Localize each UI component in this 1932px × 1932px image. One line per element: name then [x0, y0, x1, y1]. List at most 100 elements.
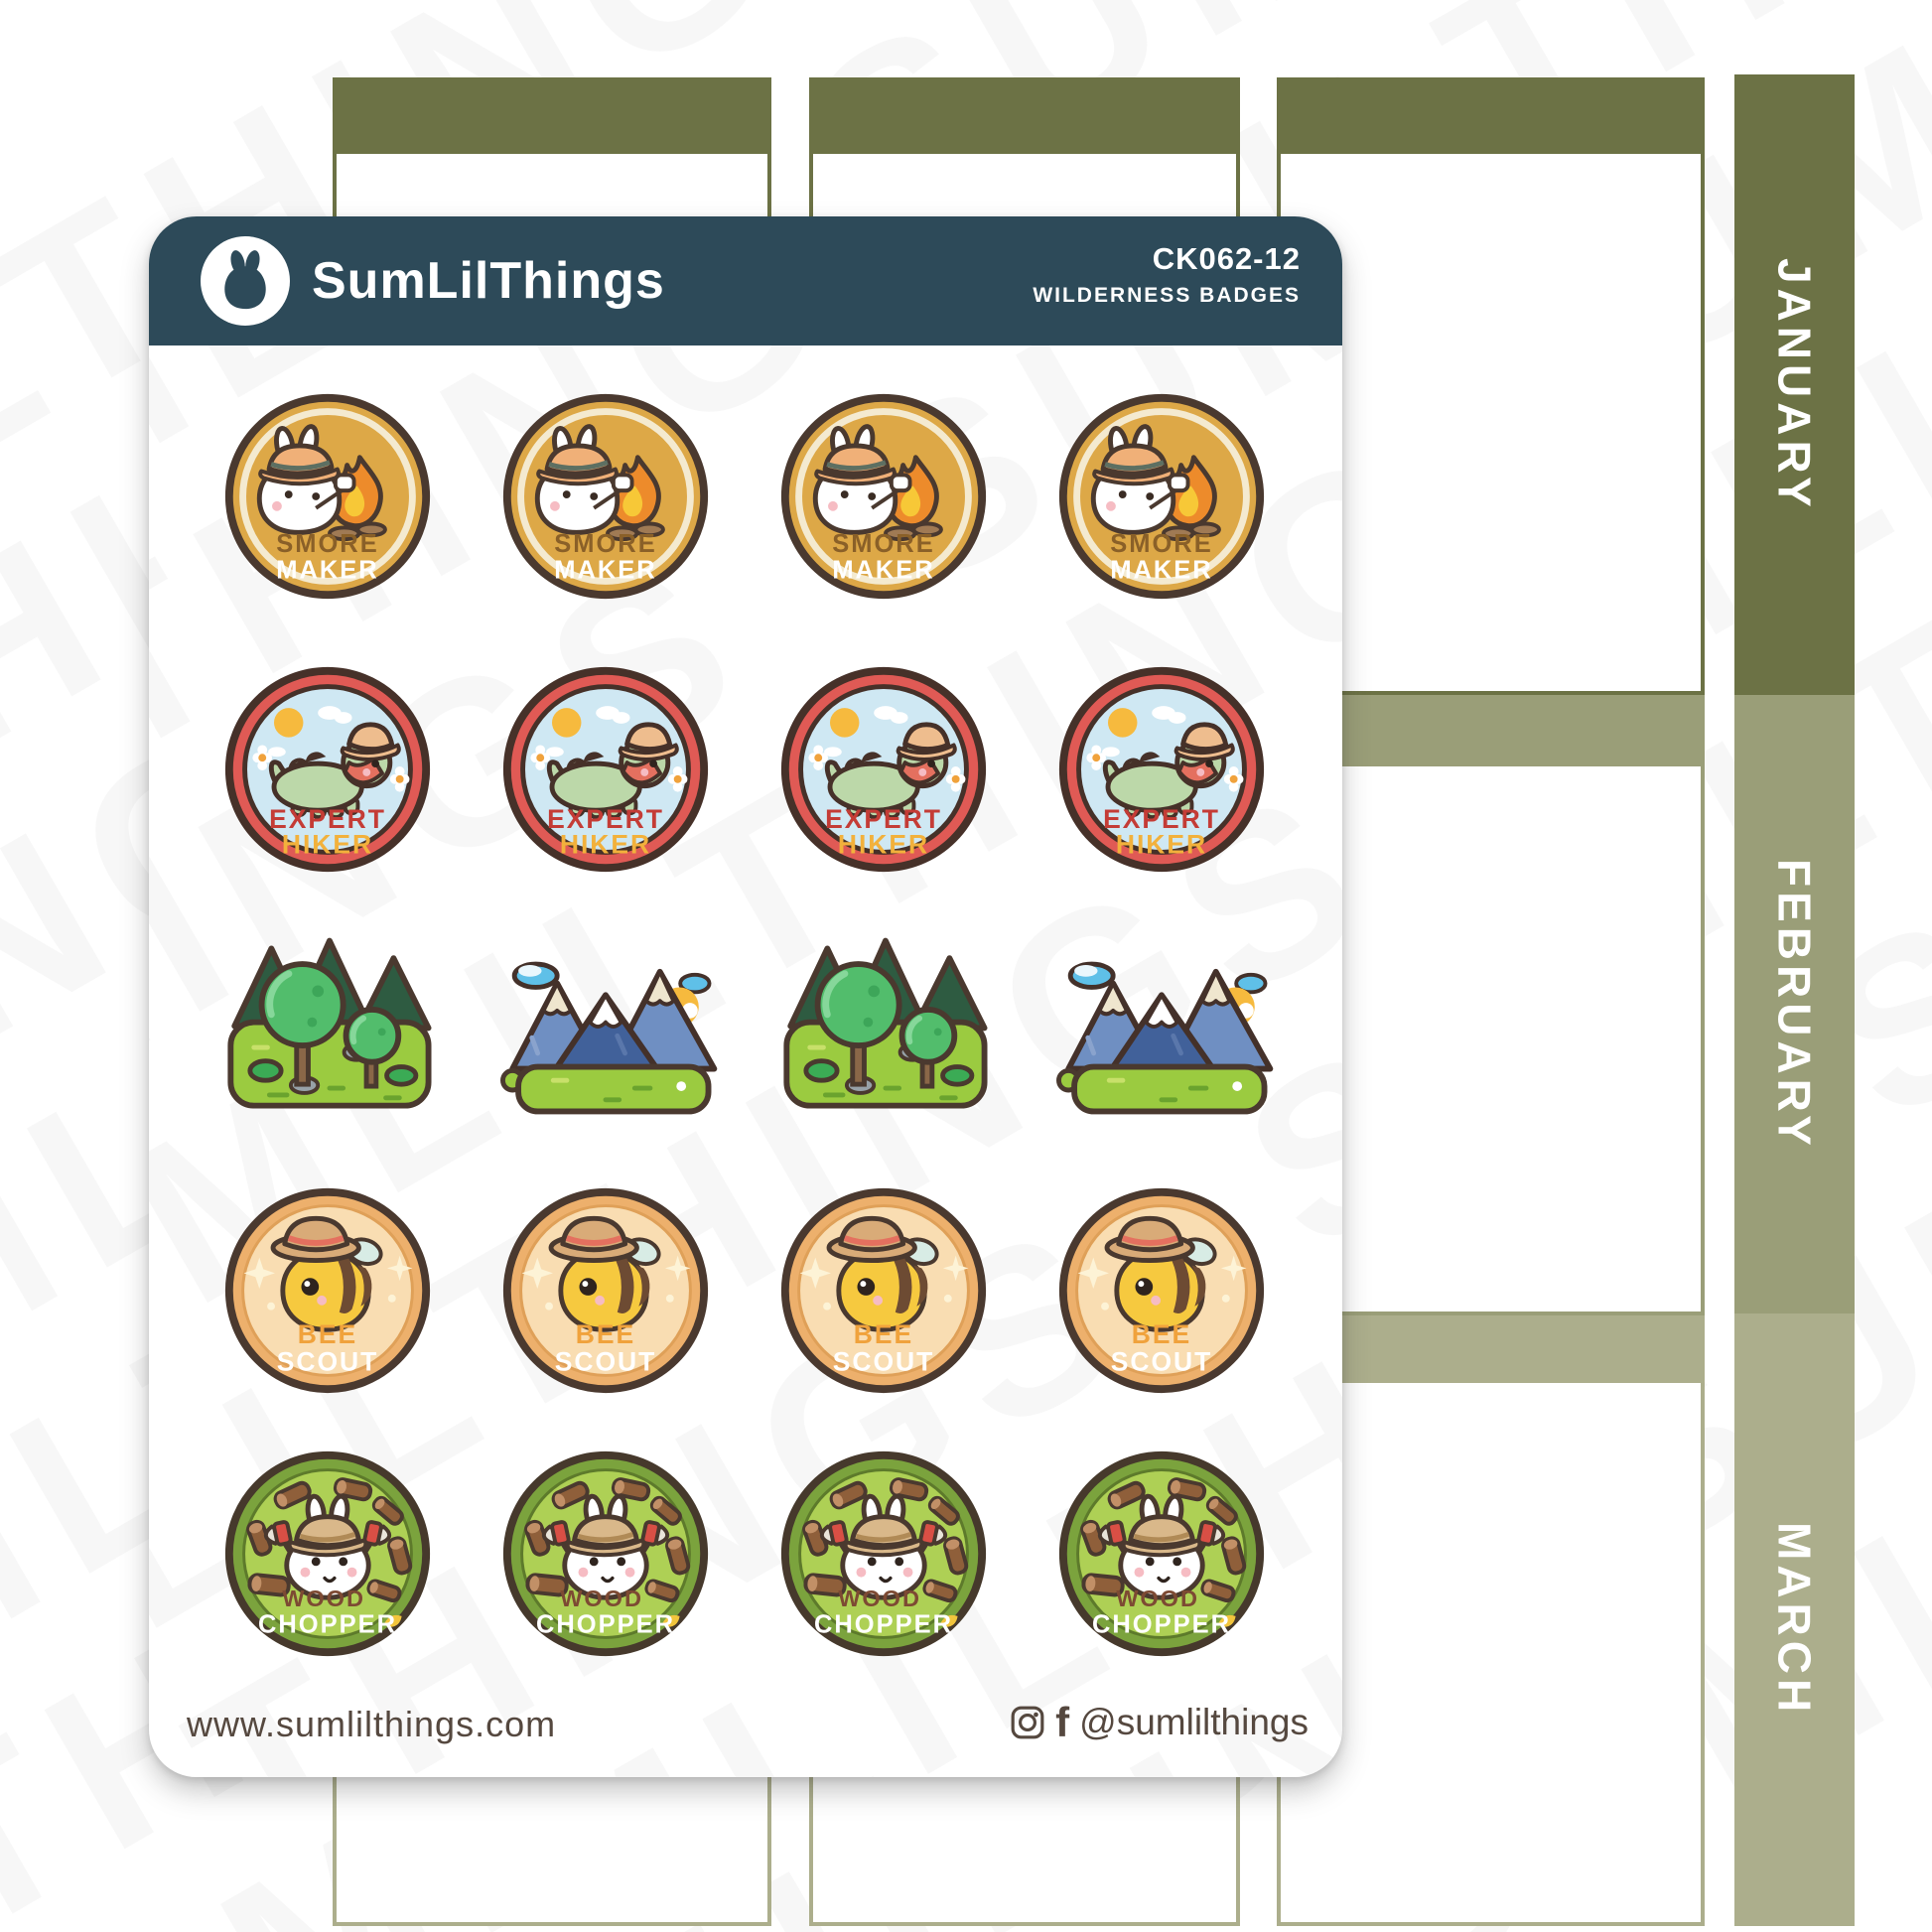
tab-march-label: MARCH	[1768, 1522, 1821, 1718]
sticker-row-expert-hiker: EXPERT HIKER EXPERT HIKER	[149, 662, 1342, 877]
sticker-row-smore-maker: SMORE MAKER SMORE MAKER	[149, 389, 1342, 604]
sticker-wood-chopper: WOOD CHOPPER	[498, 1447, 713, 1661]
axe-right	[354, 1520, 392, 1568]
logs	[246, 1477, 413, 1603]
mountains-sticker	[1056, 961, 1274, 1115]
instagram-icon	[1011, 1706, 1044, 1739]
planner-cell	[1277, 695, 1705, 1315]
tab-january: JANUARY	[1734, 74, 1855, 695]
sticker-row-bee-scout: BEE SCOUT BEE SCOUT	[149, 1183, 1342, 1398]
axe-right	[910, 1520, 948, 1568]
logs	[524, 1477, 691, 1603]
logs	[1080, 1477, 1247, 1603]
social-links: f @sumlilthings	[1010, 1702, 1309, 1743]
svg-text:WOOD: WOOD	[838, 1586, 921, 1611]
flower	[1223, 766, 1244, 792]
sticker-expert-hiker: EXPERT HIKER	[1054, 662, 1269, 877]
sticker-expert-hiker: EXPERT HIKER	[498, 662, 713, 877]
svg-text:SCOUT: SCOUT	[833, 1347, 935, 1377]
svg-text:BEE: BEE	[854, 1319, 913, 1349]
expert-hiker-badge: EXPERT HIKER	[224, 666, 431, 873]
planner-month-band	[1277, 77, 1705, 154]
flower	[1086, 745, 1107, 770]
svg-text:MAKER: MAKER	[832, 556, 934, 584]
sticker-wood-chopper: WOOD CHOPPER	[776, 1447, 991, 1661]
sheet-header: SumLilThings CK062-12 WILDERNESS BADGES	[149, 216, 1342, 345]
svg-text:BEE: BEE	[1132, 1319, 1191, 1349]
expert-hiker-badge: EXPERT HIKER	[780, 666, 987, 873]
svg-text:HIKER: HIKER	[560, 829, 651, 859]
smore-maker-badge: SMORE MAKER	[780, 393, 987, 600]
svg-text:MAKER: MAKER	[276, 556, 378, 584]
sticker-sheet: SUMLILTHINGS SUMLILTHINGS SUMLILTHINGS S…	[149, 216, 1342, 1777]
svg-text:MAKER: MAKER	[1110, 556, 1212, 584]
sticker-wood-chopper: WOOD CHOPPER	[220, 1447, 435, 1661]
svg-text:SCOUT: SCOUT	[1111, 1347, 1213, 1377]
svg-text:SMORE: SMORE	[554, 530, 656, 558]
svg-text:HIKER: HIKER	[1116, 829, 1207, 859]
sticker-forest	[208, 923, 447, 1132]
svg-text:MAKER: MAKER	[554, 556, 656, 584]
wood-chopper-badge: WOOD CHOPPER	[1058, 1450, 1265, 1657]
svg-text:CHOPPER: CHOPPER	[1092, 1611, 1231, 1639]
flower	[252, 745, 273, 770]
sticker-expert-hiker: EXPERT HIKER	[220, 662, 435, 877]
sticker-expert-hiker: EXPERT HIKER	[776, 662, 991, 877]
svg-text:SCOUT: SCOUT	[277, 1347, 379, 1377]
svg-text:WOOD: WOOD	[282, 1586, 365, 1611]
expert-hiker-badge: EXPERT HIKER	[1058, 666, 1265, 873]
brand-logo	[201, 236, 290, 326]
social-handle: @sumlilthings	[1079, 1702, 1309, 1742]
smore-maker-badge: SMORE MAKER	[1058, 393, 1265, 600]
wood-chopper-badge: WOOD CHOPPER	[502, 1450, 709, 1657]
bunny-icon	[224, 250, 266, 310]
svg-text:EXPERT: EXPERT	[1103, 804, 1220, 834]
tab-january-label: JANUARY	[1768, 257, 1821, 512]
sticker-smore-maker: SMORE MAKER	[1054, 389, 1269, 604]
sticker-row-scenes	[149, 923, 1342, 1132]
svg-text:CHOPPER: CHOPPER	[536, 1611, 675, 1639]
svg-text:WOOD: WOOD	[560, 1586, 643, 1611]
tab-february: FEBRUARY	[1734, 695, 1855, 1313]
bee-scout-badge: BEE SCOUT	[1058, 1187, 1265, 1394]
flower	[389, 766, 410, 792]
sticker-bee-scout: BEE SCOUT	[498, 1183, 713, 1398]
sticker-smore-maker: SMORE MAKER	[498, 389, 713, 604]
svg-text:CHOPPER: CHOPPER	[814, 1611, 953, 1639]
planner-month-band	[1277, 695, 1705, 766]
product-name: WILDERNESS BADGES	[1033, 284, 1301, 307]
svg-text:SMORE: SMORE	[832, 530, 934, 558]
sticker-bee-scout: BEE SCOUT	[220, 1183, 435, 1398]
bee-scout-badge: BEE SCOUT	[780, 1187, 987, 1394]
product-info: CK062-12 WILDERNESS BADGES	[1033, 241, 1301, 308]
svg-text:SMORE: SMORE	[1110, 530, 1212, 558]
flower	[808, 745, 829, 770]
brand-name: SumLilThings	[312, 252, 665, 310]
svg-text:BEE: BEE	[576, 1319, 635, 1349]
sticker-bee-scout: BEE SCOUT	[776, 1183, 991, 1398]
flower	[530, 745, 551, 770]
svg-text:EXPERT: EXPERT	[825, 804, 942, 834]
svg-text:WOOD: WOOD	[1116, 1586, 1199, 1611]
sticker-row-wood-chopper: WOOD CHOPPER	[149, 1447, 1342, 1661]
svg-text:HIKER: HIKER	[282, 829, 373, 859]
expert-hiker-badge: EXPERT HIKER	[502, 666, 709, 873]
forest-sticker	[227, 937, 432, 1109]
sticker-forest	[764, 923, 1003, 1132]
smore-maker-badge: SMORE MAKER	[224, 393, 431, 600]
sticker-mountains	[486, 923, 725, 1132]
tab-march: MARCH	[1734, 1313, 1855, 1926]
svg-text:SMORE: SMORE	[276, 530, 378, 558]
wood-chopper-badge: WOOD CHOPPER	[224, 1450, 431, 1657]
product-code: CK062-12	[1152, 241, 1301, 276]
axe-left	[819, 1520, 857, 1568]
svg-text:SCOUT: SCOUT	[555, 1347, 657, 1377]
svg-text:EXPERT: EXPERT	[547, 804, 664, 834]
smore-maker-badge: SMORE MAKER	[502, 393, 709, 600]
sticker-smore-maker: SMORE MAKER	[220, 389, 435, 604]
planner-month-band	[333, 77, 771, 154]
svg-text:HIKER: HIKER	[838, 829, 929, 859]
forest-sticker	[783, 937, 988, 1109]
bee-scout-badge: BEE SCOUT	[224, 1187, 431, 1394]
